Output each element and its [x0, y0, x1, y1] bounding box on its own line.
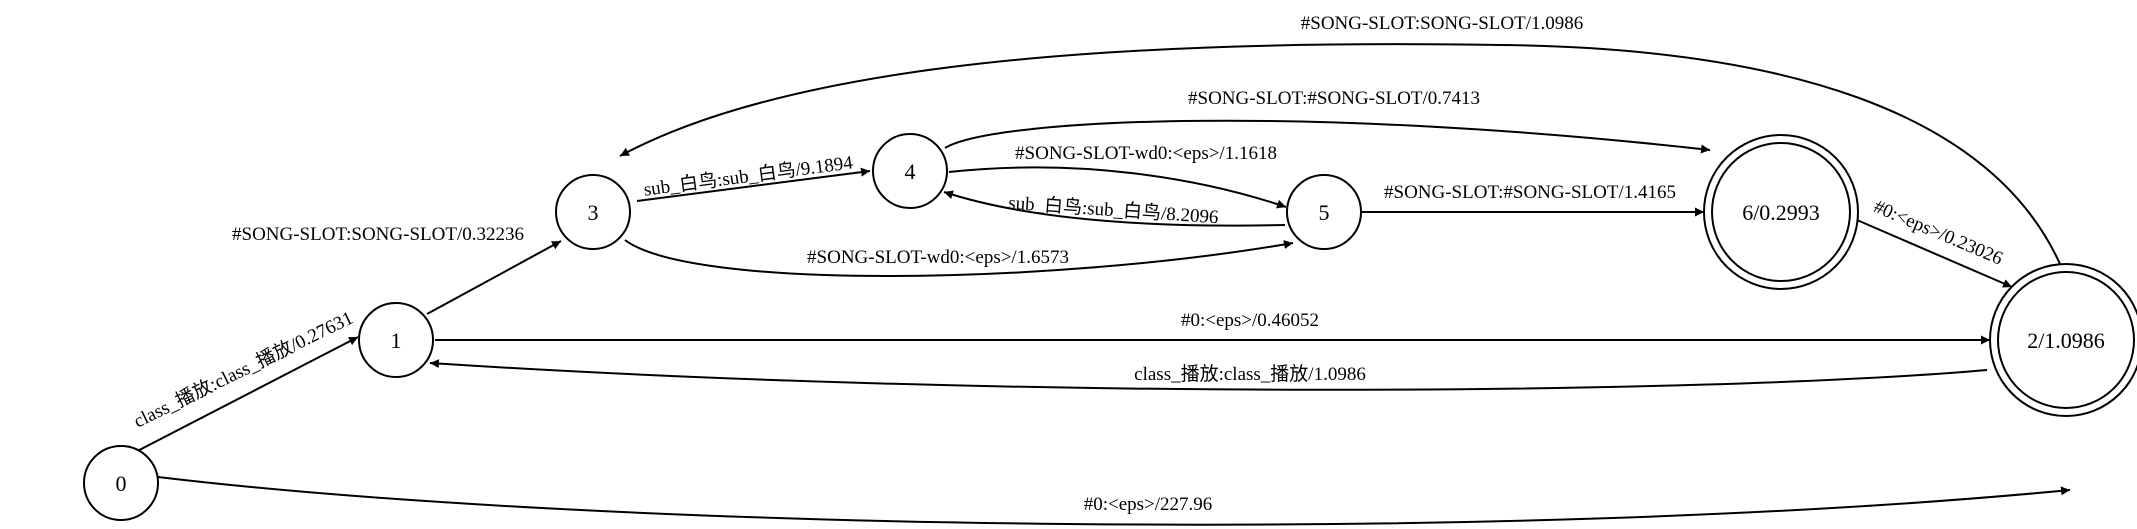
- arc-5-4: sub_白鸟:sub_白鸟/8.2096: [943, 190, 1286, 229]
- state-6-label: 6/0.2993: [1742, 200, 1820, 225]
- state-0: 0: [83, 445, 159, 521]
- arc-5-6-label: #SONG-SLOT:#SONG-SLOT/1.4165: [1384, 182, 1676, 203]
- arc-5-6: #SONG-SLOT:#SONG-SLOT/1.4165: [1360, 182, 1704, 217]
- arc-0-2: #0:<eps>/227.96: [157, 476, 2071, 526]
- state-4: 4: [872, 133, 948, 209]
- arc-6-2-path: [1849, 216, 2013, 288]
- arc-2-1: class_播放:class_播放/1.0986: [429, 359, 1988, 391]
- arc-1-2: #0:<eps>/0.46052: [435, 310, 1990, 345]
- arc-5-4-label: sub_白鸟:sub_白鸟/8.2096: [1008, 192, 1220, 229]
- arc-0-1: class_播放:class_播放/0.27631: [117, 307, 359, 462]
- arc-2-1-path: [429, 359, 1988, 391]
- arc-0-1-path: [117, 336, 359, 462]
- state-1: 1: [358, 302, 434, 378]
- arc-3-5: #SONG-SLOT-wd0:<eps>/1.6573: [624, 239, 1294, 277]
- arc-3-4-path: [636, 167, 871, 202]
- arc-4-5-label: #SONG-SLOT-wd0:<eps>/1.1618: [1015, 143, 1277, 164]
- arc-4-5: #SONG-SLOT-wd0:<eps>/1.1618: [948, 143, 1287, 209]
- arc-4-6-label: #SONG-SLOT:#SONG-SLOT/0.7413: [1188, 88, 1480, 109]
- state-5: 5: [1286, 174, 1362, 250]
- arc-4-6: #SONG-SLOT:#SONG-SLOT/0.7413: [944, 88, 1711, 154]
- state-6-final: 6/0.2993: [1703, 134, 1859, 290]
- arc-1-3-label: #SONG-SLOT:SONG-SLOT/0.32236: [232, 224, 524, 245]
- state-2-final: 2/1.0986: [1989, 263, 2137, 417]
- state-1-label: 1: [391, 328, 402, 353]
- arc-2-3: #SONG-SLOT:SONG-SLOT/1.0986: [619, 13, 2061, 265]
- arc-0-1-label: class_播放:class_播放/0.27631: [130, 307, 356, 433]
- arc-1-3: #SONG-SLOT:SONG-SLOT/0.32236: [232, 224, 562, 315]
- arc-2-1-label: class_播放:class_播放/1.0986: [1134, 363, 1366, 385]
- arc-4-5-path: [948, 166, 1287, 209]
- arc-0-2-path: [157, 476, 2071, 526]
- state-0-label: 0: [116, 471, 127, 496]
- state-3-label: 3: [588, 200, 599, 225]
- arc-5-4-path: [943, 190, 1286, 227]
- arc-3-5-path: [624, 239, 1294, 277]
- arc-3-5-label: #SONG-SLOT-wd0:<eps>/1.6573: [807, 247, 1069, 268]
- arc-0-2-label: #0:<eps>/227.96: [1084, 494, 1213, 515]
- arc-6-2: #0:<eps>/0.23026: [1849, 196, 2013, 288]
- state-2-label: 2/1.0986: [2027, 328, 2105, 353]
- arc-2-3-path: [619, 43, 2061, 265]
- state-5-label: 5: [1319, 200, 1330, 225]
- arc-1-3-path: [426, 240, 562, 315]
- arc-6-2-label: #0:<eps>/0.23026: [1870, 196, 2005, 269]
- state-4-label: 4: [905, 159, 916, 184]
- arc-4-6-path: [944, 119, 1711, 154]
- arc-2-3-label: #SONG-SLOT:SONG-SLOT/1.0986: [1301, 13, 1583, 34]
- arc-3-4: sub_白鸟:sub_白鸟/9.1894: [636, 151, 871, 202]
- arc-1-2-label: #0:<eps>/0.46052: [1181, 310, 1319, 331]
- state-3: 3: [555, 174, 631, 250]
- arc-3-4-label: sub_白鸟:sub_白鸟/9.1894: [642, 151, 854, 200]
